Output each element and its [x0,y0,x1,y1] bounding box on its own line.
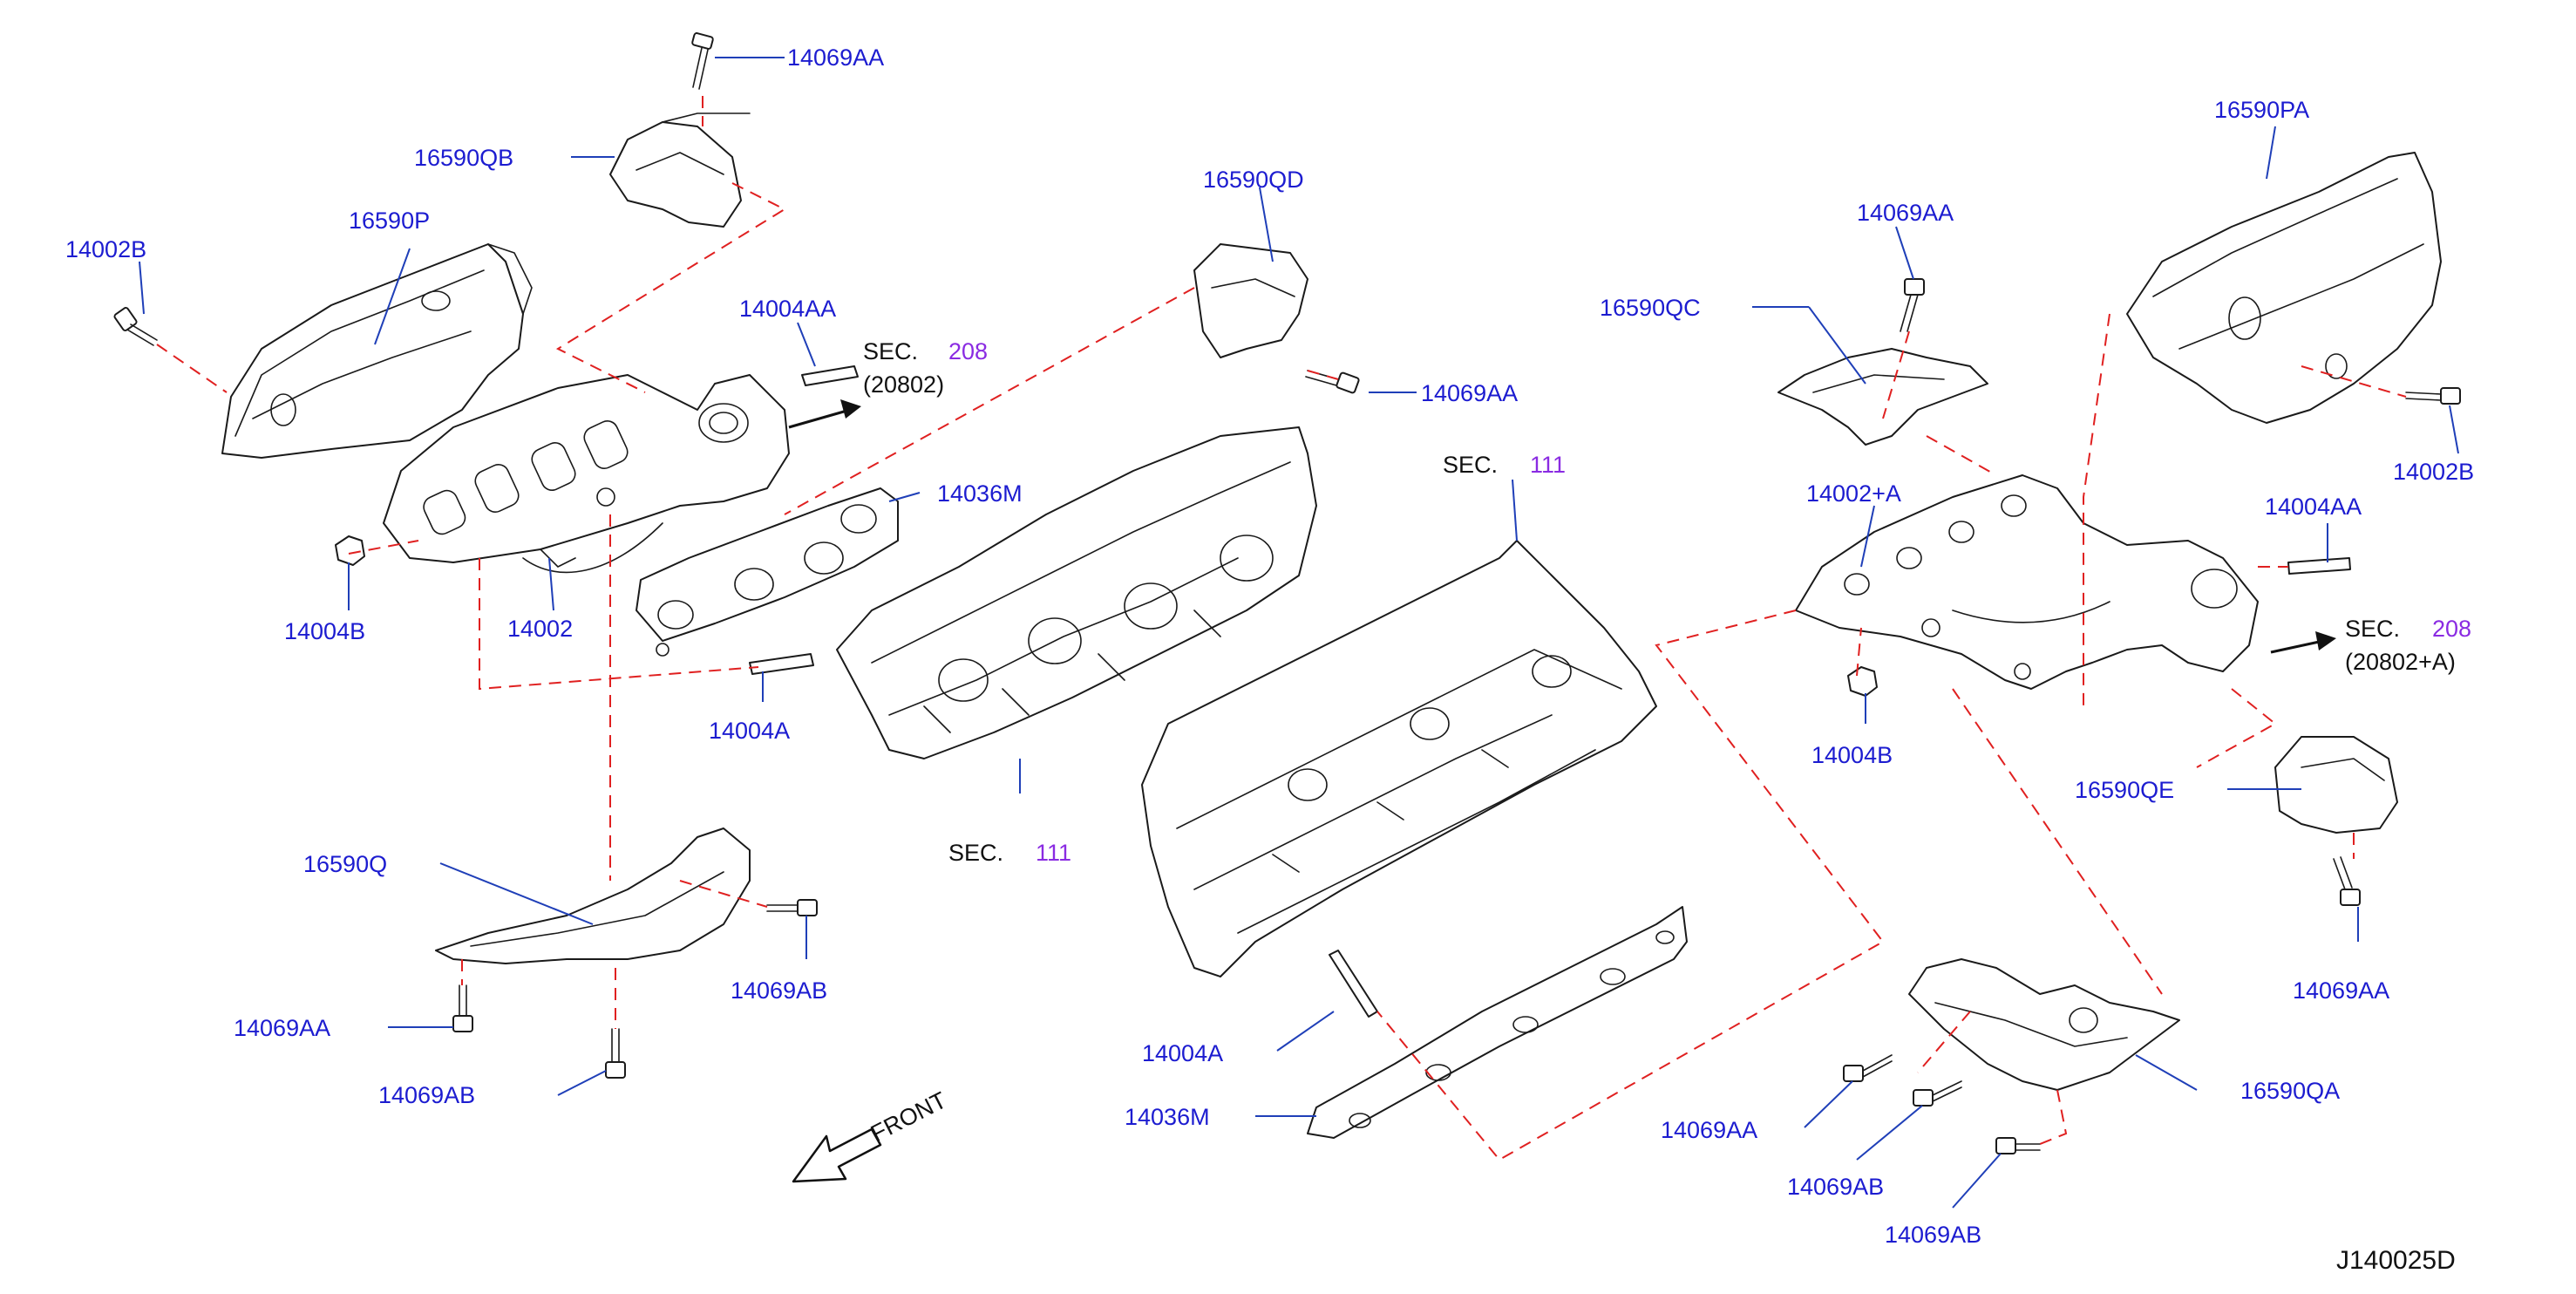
bolt-14069aa-qc [1900,278,1925,332]
label-14036m-upper: 14036M [937,480,1023,507]
heat-shield-16590qc [1777,348,1988,446]
label-14002b-right: 14002B [2393,459,2474,485]
heat-shield-16590q [435,827,751,964]
nut-14004b-right [1847,666,1878,697]
bolt-14069aa-top [691,32,714,90]
label-16590qc: 16590QC [1600,295,1701,321]
stud-14004aa-left [801,365,859,386]
label-16590q: 16590Q [303,851,387,877]
heat-shield-16590qd [1193,243,1308,358]
label-14069ab-q-right: 14069AB [731,977,827,1004]
bolt-14069aa-qd [1305,370,1360,394]
gasket-14036m-lower [1307,906,1688,1139]
label-14002: 14002 [507,616,573,642]
label-14002b-left: 14002B [65,236,146,262]
sec-number: 208 [948,338,988,364]
assembly-dash-lines [156,96,2407,1161]
sec-ref-208-right: SEC. 208 (20802+A) [2345,616,2471,675]
bolt-14069ab-q-right [766,899,818,916]
sec-ref-208-left: SEC. 208 (20802) [863,338,988,398]
label-16590pa: 16590PA [2214,97,2309,123]
label-14004a-upper: 14004A [709,718,790,744]
sec-subref: (20802) [863,371,944,398]
sec-ref-111-bottom: SEC. 111 [948,840,1071,866]
label-14069aa-q-bottom: 14069AA [234,1015,330,1041]
heat-shield-16590qb [609,112,751,228]
stud-14004a-upper [749,653,814,675]
bolt-14069aa-q-bottom [452,984,473,1032]
leader-lines [139,57,2459,1209]
label-14069aa-qd: 14069AA [1421,380,1518,406]
bolt-14069aa-qa [1843,1054,1893,1082]
exhaust-manifold-14002 [383,374,790,574]
sec-number: 208 [2432,616,2471,642]
bolt-14069ab-qa-upper [1913,1080,1962,1107]
label-14002-a: 14002+A [1806,480,1901,507]
bolt-14002b-right [2405,387,2461,405]
bolt-14002b-left [113,307,158,346]
sec-subref: (20802+A) [2345,649,2456,675]
label-14069aa-qa: 14069AA [1661,1117,1757,1143]
heat-shield-16590qe [2274,736,2398,834]
sec-prefix: SEC. [2345,616,2400,642]
label-16590qd: 16590QD [1203,167,1304,193]
front-arrow-icon [792,1127,882,1183]
stud-14004a-lower [1329,950,1378,1018]
label-16590p: 16590P [349,208,430,234]
label-16590qb: 16590QB [414,145,513,171]
nut-14004b-left [335,535,365,566]
cylinder-head-left [836,426,1317,759]
heat-shield-16590qa [1908,958,2180,1091]
label-14004aa-right: 14004AA [2265,494,2362,520]
label-14004b-right: 14004B [1811,742,1893,768]
label-16590qe: 16590QE [2075,777,2174,803]
bolt-14069aa-qe [2333,856,2361,906]
sec-208-left-arrow [788,399,861,429]
cylinder-head-right [1141,540,1657,977]
part-labels: 14069AA 16590QB 16590P 14002B 14004AA 14… [65,44,2474,1248]
label-14069ab-qa-upper: 14069AB [1787,1174,1884,1200]
sec-prefix: SEC. [1443,452,1498,478]
sec-number: 111 [1036,840,1071,866]
stud-14004aa-right [2287,557,2351,575]
label-14069aa-qe: 14069AA [2293,977,2389,1004]
label-14004a-lower: 14004A [1142,1040,1223,1066]
gasket-14036m-upper [636,487,899,657]
front-label: FRONT [867,1086,950,1147]
bolt-14069ab-qa-lower [1995,1137,2041,1154]
sec-208-right-arrow [2270,631,2336,654]
exhaust-manifold-14002-a [1795,474,2259,690]
label-14036m-lower: 14036M [1125,1104,1210,1130]
sec-prefix: SEC. [948,840,1003,866]
label-16590qa: 16590QA [2240,1078,2340,1104]
heat-shield-16590p [221,243,533,459]
drawing-number: J140025D [2336,1246,2456,1275]
label-14069aa-top: 14069AA [787,44,884,71]
heat-shield-16590pa [2126,152,2442,424]
label-14069aa-qc: 14069AA [1857,200,1954,226]
bolt-14069ab-q-bottom [605,1028,626,1079]
sec-ref-111-top: SEC. 111 [1443,452,1566,478]
sec-prefix: SEC. [863,338,918,364]
label-14069ab-qa-lower: 14069AB [1885,1222,1981,1248]
label-14069ab-q-bottom: 14069AB [378,1082,475,1108]
label-14004b-left: 14004B [284,618,365,644]
label-14004aa-left: 14004AA [739,296,836,322]
sec-number: 111 [1530,452,1566,478]
